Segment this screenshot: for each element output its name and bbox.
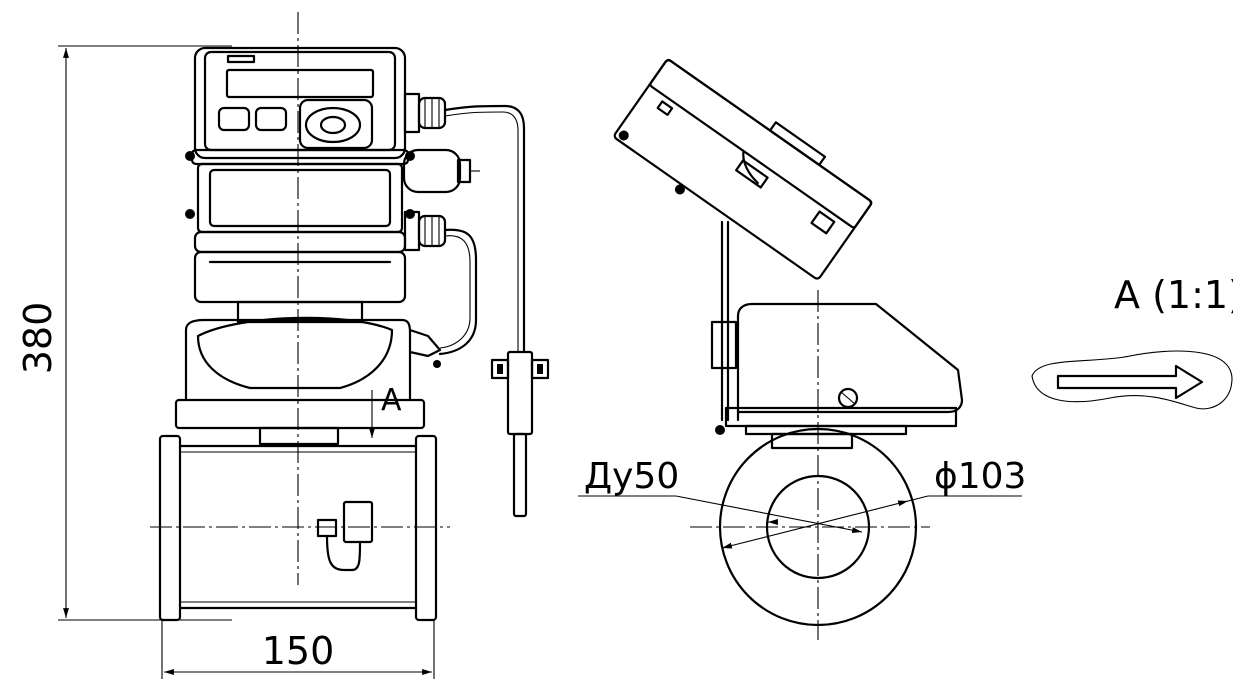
nominal-diameter-dimension: Ду50 (578, 456, 863, 534)
temperature-probe (490, 350, 550, 518)
computer-housing (185, 46, 415, 324)
view-a-note: A (1:1) (1031, 273, 1233, 410)
side-body (710, 302, 964, 450)
cables (438, 104, 526, 356)
outer-diameter-dimension: ϕ103 (721, 456, 1026, 549)
pipe-inner-circle (765, 474, 871, 580)
cable-glands (402, 92, 480, 252)
side-view: Ду50 ϕ103 (578, 58, 1026, 640)
meter-body (174, 316, 442, 446)
tilted-computer-housing (613, 58, 873, 280)
view-a-label: A (1:1) (1114, 273, 1233, 317)
nominal-diameter-label: Ду50 (584, 456, 679, 497)
pipe-outer-circle (718, 427, 918, 627)
width-dimension: 150 (161, 620, 435, 679)
outer-diameter-label: ϕ103 (934, 456, 1026, 497)
height-dimension: 380 (16, 45, 232, 621)
flow-direction-arrow (1056, 364, 1204, 400)
front-view: A 380 150 (16, 12, 550, 679)
section-a-label: A (381, 383, 402, 418)
height-dimension-label: 380 (16, 302, 60, 375)
width-dimension-label: 150 (262, 629, 335, 673)
